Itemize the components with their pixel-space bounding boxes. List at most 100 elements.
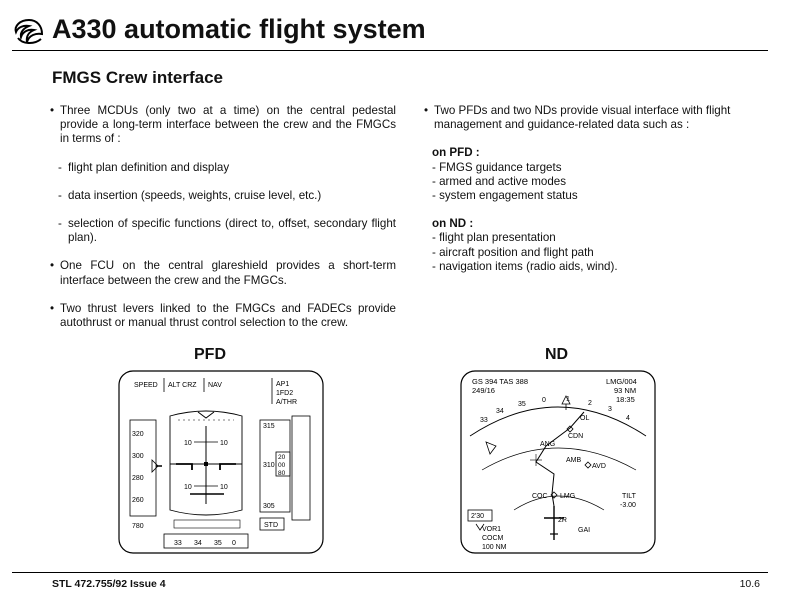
pfd-frame [118, 370, 324, 554]
bullet-text: One FCU on the central glareshield provi… [60, 259, 396, 287]
vor-pointer-icon [475, 523, 485, 531]
compass-tick: 34 [496, 408, 504, 415]
mach-readout: 780 [132, 523, 144, 530]
nd-waypoint-label: ANG [540, 441, 555, 448]
nd-wind: 249/16 [472, 386, 495, 395]
pfd-diagram: SPEED ALT CRZ NAV AP1 1FD2 A/THR 320 300… [118, 370, 324, 554]
pitch-label: 10 [220, 440, 228, 447]
dash: - [58, 160, 62, 174]
speed-tick: 300 [132, 453, 144, 460]
sabena-logo-icon [14, 18, 44, 44]
altitude-tick: 315 [263, 423, 275, 430]
range-arc [513, 495, 605, 511]
page-title: A330 automatic flight system [52, 14, 426, 44]
compass-tick: 2 [588, 400, 592, 407]
compass-tick: 35 [518, 401, 526, 408]
pitch-label: 10 [184, 484, 192, 491]
sub-item-data-insertion: -data insertion (speeds, weights, cruise… [50, 189, 396, 203]
sub-text: flight plan definition and display [68, 160, 230, 174]
compass-tick: 0 [542, 397, 546, 404]
speed-tick: 280 [132, 475, 144, 482]
bullet-dot: • [50, 104, 55, 117]
vertical-speed-scale [291, 415, 311, 521]
pfd-item: - FMGS guidance targets [432, 160, 562, 174]
header-divider [12, 50, 768, 51]
pfd-heading: on PFD : [432, 146, 480, 160]
nd-waypoint-label: CDN [568, 433, 583, 440]
pitch-label: 10 [184, 440, 192, 447]
sub-item-functions: -selection of specific functions (direct… [50, 217, 396, 245]
footer-divider [12, 572, 768, 573]
fma-nav: NAV [208, 382, 222, 389]
waypoint-icon [566, 425, 574, 433]
section-subtitle: FMGS Crew interface [52, 68, 223, 87]
nd-vor-ident: COCM [482, 535, 504, 542]
altitude-current: 310 [263, 462, 275, 469]
nd-heading: on ND : [432, 217, 474, 231]
dash: - [58, 188, 62, 202]
nd-waypoint-label: COC [532, 493, 548, 500]
pfd-label: PFD [194, 346, 226, 363]
footer-doc-ref: STL 472.755/92 Issue 4 [52, 578, 166, 590]
right-column: • Two PFDs and two NDs provide visual int… [424, 104, 768, 274]
nd-item: - navigation items (radio aids, wind). [432, 259, 618, 273]
nd-item: - flight plan presentation [432, 231, 556, 245]
nd-time-box-value: 2'30 [471, 513, 484, 520]
heading-tick: 35 [214, 540, 222, 547]
sub-text: data insertion (speeds, weights, cruise … [68, 188, 322, 202]
nd-diagram: GS 394 TAS 388 249/16 LMG/004 93 NM 18:3… [460, 370, 656, 554]
compass-arc [469, 406, 647, 437]
fma-alt: ALT CRZ [168, 382, 197, 389]
compass-tick: 4 [626, 415, 630, 422]
nd-distance: 93 NM [614, 386, 636, 395]
altitude-drum-value: 20 [278, 454, 286, 461]
compass-tick: 33 [480, 417, 488, 424]
bullet-dot: • [50, 259, 55, 273]
sub-item-flight-plan: -flight plan definition and display [50, 161, 396, 175]
nd-gai: GAI [578, 527, 590, 534]
bullet-fcu: • One FCU on the central glareshield prov… [50, 259, 396, 287]
nd-item: - aircraft position and flight path [432, 245, 594, 259]
attitude-sphere [169, 410, 243, 516]
heading-tick: 33 [174, 540, 182, 547]
bullet-dot: • [50, 301, 55, 315]
aircraft-symbol-icon [176, 463, 236, 470]
bullet-text: Two thrust levers linked to the FMGCs an… [60, 301, 396, 330]
left-column: •Three MCDUs (only two at a time) on the… [50, 104, 396, 344]
nd-range: 2R [558, 517, 567, 524]
pfd-item: - system engagement status [432, 189, 578, 203]
altitude-drum-value: 00 [278, 462, 286, 469]
waypoint-icon [584, 461, 592, 469]
nd-frame [460, 370, 656, 554]
bullet-thrust-levers: • Two thrust levers linked to the FMGCs a… [50, 302, 396, 330]
speed-tick: 260 [132, 497, 144, 504]
heading-tick: 0 [232, 540, 236, 547]
nd-waypoint-label: LMG [560, 493, 575, 500]
bullet-text: Two PFDs and two NDs provide visual inte… [434, 104, 731, 132]
heading-tape [163, 533, 249, 549]
fma-athr: A/THR [276, 399, 297, 406]
bullet-dot: • [424, 104, 429, 117]
range-arc [481, 447, 637, 471]
nd-waypoint-label: AMB [566, 457, 582, 464]
fma-fd: 1FD2 [276, 390, 293, 397]
waypoint-icon [550, 491, 558, 499]
fma-speed: SPEED [134, 382, 158, 389]
footer-page-number: 10.6 [739, 578, 760, 590]
dash: - [58, 217, 62, 231]
wind-arrow-icon [485, 441, 497, 455]
heading-tick: 34 [194, 540, 202, 547]
bullet-pfd-nd: • Two PFDs and two NDs provide visual int… [424, 104, 768, 132]
nd-gs-tas: GS 394 TAS 388 [472, 377, 528, 386]
nd-vor-distance: 100 NM [482, 544, 507, 551]
nd-tilt-value: -3.00 [620, 502, 636, 509]
bullet-mcdu: •Three MCDUs (only two at a time) on the… [50, 104, 396, 147]
roll-pointer-icon [197, 411, 215, 419]
pfd-item: - armed and active modes [432, 174, 567, 188]
speed-target-icon [151, 459, 159, 473]
speed-tick: 320 [132, 431, 144, 438]
nd-time-box [467, 509, 493, 522]
nd-time: 18:35 [616, 395, 635, 404]
slip-bar [173, 519, 241, 529]
altitude-tick: 305 [263, 503, 275, 510]
